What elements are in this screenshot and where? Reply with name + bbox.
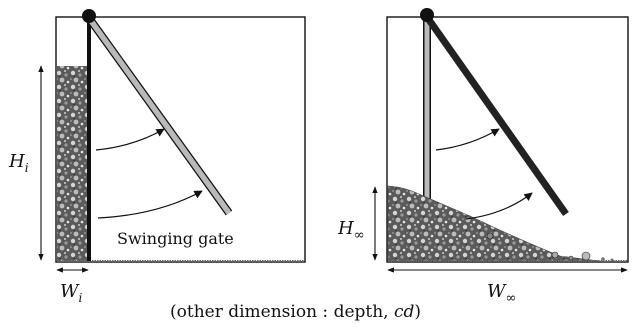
initial-hinge [82,9,96,23]
final-hinge [420,8,434,22]
initial-granular-column [57,66,87,261]
initial-swinging-gate [86,16,232,215]
final-swinging-gate [424,14,569,217]
deposit-grain [486,232,494,240]
final-state-panel: H∞ W∞ [337,8,629,306]
final-height-label: H∞ [337,218,365,243]
initial-state-panel: Swinging gate Hi Wi [8,9,306,305]
initial-rotation-arrow-upper [95,128,165,151]
swinging-gate-label: Swinging gate [117,229,234,248]
final-vertical-gate [424,19,430,203]
initial-rotation-arrow-lower [97,190,203,219]
final-rotation-arrow-lower [465,192,533,220]
diagram-caption: (other dimension : depth, cd) [170,302,421,322]
deposit-grain [601,257,605,261]
final-rotation-arrow-upper [435,128,500,151]
deposit-grain [581,251,591,261]
final-granular-deposit [387,185,601,262]
initial-height-label: Hi [8,151,29,175]
final-tank-frame [386,16,629,263]
initial-vertical-gate [87,17,91,261]
deposit-grain [568,255,574,261]
deposit-grain [551,251,559,259]
final-width-label: W∞ [487,281,516,306]
initial-width-label: Wi [60,281,83,305]
